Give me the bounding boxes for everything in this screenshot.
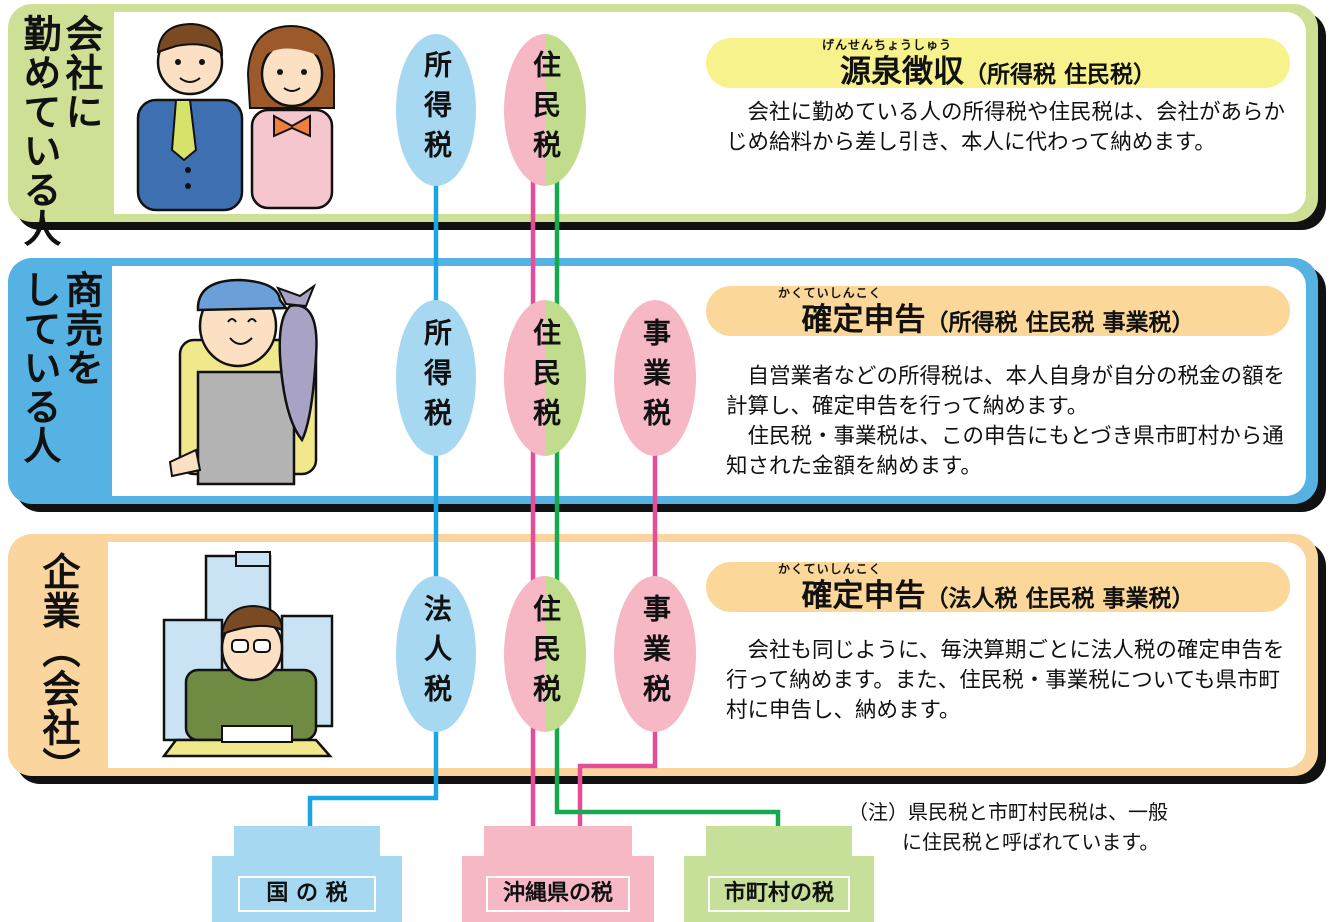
tax-return-ruby-1: かくていしんこく (778, 286, 882, 300)
municipal-tax-box: 市町村の税 (684, 826, 874, 922)
office-woman-figure (246, 24, 336, 210)
merchants-description: 自営業者などの所得税は、本人自身が自分の税金の額を計算し、確定申告を行って納めま… (726, 364, 1286, 479)
businessman-figure (136, 22, 244, 212)
section-companies-label: 企業（会社） (36, 552, 80, 786)
tax-return-ruby-2: かくていしんこく (778, 562, 882, 576)
tax-return-taxes-1: （所得税 住民税 事業税） (925, 310, 1195, 336)
withholding-taxes: （所得税 住民税） (963, 62, 1156, 88)
ellipse-resident-tax-1: 住民税 (504, 34, 586, 186)
municipal-tax-label: 市町村の税 (708, 876, 850, 912)
ellipse-business-tax-3: 事業税 (614, 576, 696, 732)
prefecture-tax-label: 沖縄県の税 (486, 876, 630, 912)
companies-description: 会社も同じように、毎決算期ごとに法人税の確定申告を行って納めます。また、住民税・… (726, 638, 1285, 723)
national-tax-box: 国 の 税 (212, 826, 402, 922)
withholding-title: 源泉徴収 (839, 54, 964, 90)
withholding-ruby: げんせんちょうしゅう (822, 38, 953, 52)
national-tax-label: 国 の 税 (238, 876, 376, 912)
withholding-description: 会社に勤めている人の所得税や住民税は、会社があらかじめ給料から差し引き、本人に代… (726, 100, 1286, 155)
ellipse-resident-tax-3: 住民税 (504, 576, 586, 732)
note-line-2: に住民税と呼ばれています。 (902, 830, 1160, 854)
withholding-heading: げんせんちょうしゅう 源泉徴収（所得税 住民税） (706, 38, 1290, 90)
ellipse-income-tax-2: 所得税 (396, 300, 476, 456)
section-employees-label: 会社に 勤めている人 (17, 14, 103, 248)
note-line-1: （注）県民税と市町村民税は、一般 (848, 800, 1168, 824)
ellipse-corporate-tax-3: 法人税 (396, 576, 476, 732)
ellipse-income-tax-1: 所得税 (396, 34, 476, 186)
ellipse-resident-tax-2: 住民税 (504, 300, 586, 456)
tax-return-heading-merchants: かくていしんこく 確定申告（所得税 住民税 事業税） (706, 286, 1290, 338)
ellipse-business-tax-2: 事業税 (614, 300, 696, 456)
section-merchants-label: 商売を している人 (17, 270, 103, 465)
prefecture-tax-box: 沖縄県の税 (462, 826, 654, 922)
tax-return-title-1: 確定申告 (801, 302, 926, 338)
tax-return-taxes-2: （法人税 住民税 事業税） (925, 586, 1195, 612)
tax-return-heading-companies: かくていしんこく 確定申告（法人税 住民税 事業税） (706, 562, 1290, 614)
tax-return-title-2: 確定申告 (801, 578, 926, 614)
